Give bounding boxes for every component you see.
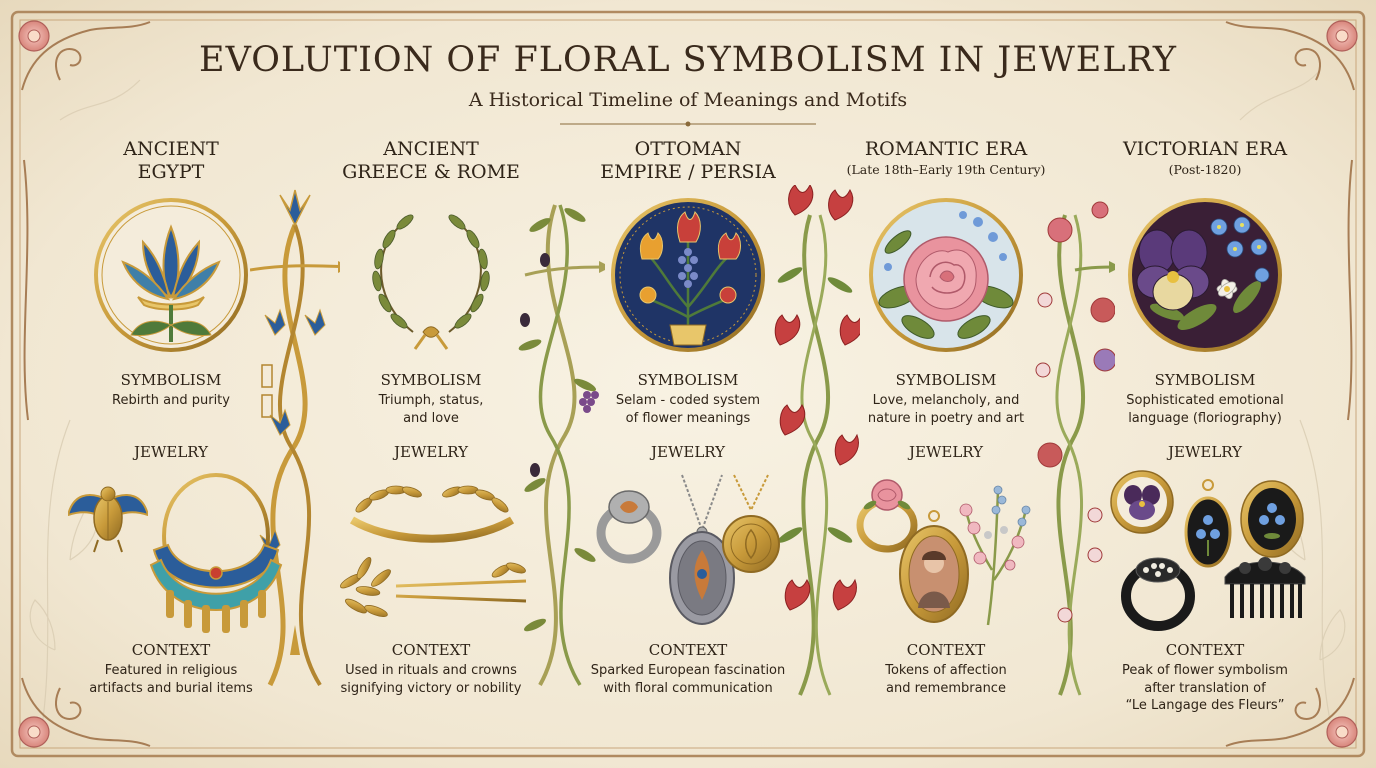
laurel-wreath-icon <box>372 214 490 350</box>
pansy-brooch-icon <box>1110 470 1174 534</box>
symbolism-text-romantic: Love, melancholy, and nature in poetry a… <box>867 393 1025 426</box>
rose-vine-connector <box>1035 201 1115 696</box>
symbolism-text-egypt: Rebirth and purity <box>112 393 230 408</box>
signet-ring-icon <box>596 490 662 564</box>
jewelry-label-egypt: JEWELRY <box>133 443 209 461</box>
jewelry-label-romantic: JEWELRY <box>908 443 984 461</box>
context-label-victorian: CONTEXT <box>1165 641 1245 659</box>
era-title-ottoman-persia: OTTOMAN EMPIRE / PERSIA <box>600 138 776 183</box>
context-label-egypt: CONTEXT <box>131 641 211 659</box>
context-label-romantic: CONTEXT <box>906 641 986 659</box>
symbolism-text-ottoman-persia: Selam - coded system of flower meanings <box>615 393 761 426</box>
jewelry-label-ottoman-persia: JEWELRY <box>650 443 726 461</box>
context-text-egypt: Featured in religious artifacts and buri… <box>89 663 253 696</box>
symbolism-label-egypt: SYMBOLISM <box>120 371 222 389</box>
symbolism-label-ottoman-persia: SYMBOLISM <box>637 371 739 389</box>
tulip-vine-connector <box>774 185 860 696</box>
jewelry-label-victorian: JEWELRY <box>1167 443 1243 461</box>
rose-ring-icon <box>856 479 918 553</box>
oval-brooch-icon <box>1240 480 1304 558</box>
era-title-greece-rome: ANCIENT GREECE & ROME <box>342 138 520 183</box>
papyrus-vine-connector <box>250 189 340 687</box>
symbolism-label-victorian: SYMBOLISM <box>1154 371 1256 389</box>
round-locket-icon <box>722 474 780 573</box>
collar-necklace-icon <box>149 472 283 633</box>
jewelry-label-greece-rome: JEWELRY <box>393 443 469 461</box>
lotus-icon <box>94 198 248 352</box>
page-subtitle: A Historical Timeline of Meanings and Mo… <box>468 89 908 111</box>
pansy-forget-me-not-icon <box>1128 198 1282 352</box>
era-title-romantic: ROMANTIC ERA (Late 18th–Early 19th Centu… <box>846 138 1046 177</box>
oval-pendant-icon <box>669 474 735 625</box>
symbolism-text-victorian: Sophisticated emotional language (florio… <box>1126 393 1284 426</box>
context-label-greece-rome: CONTEXT <box>391 641 471 659</box>
black-ring-icon <box>1121 557 1195 631</box>
context-text-ottoman-persia: Sparked European fascination with floral… <box>590 663 786 696</box>
context-text-victorian: Peak of flower symbolism after translati… <box>1122 663 1288 713</box>
page-title: EVOLUTION OF FLORAL SYMBOLISM IN JEWELRY <box>199 40 1177 80</box>
title-divider <box>560 121 816 127</box>
flower-spray-brooch-icon <box>959 485 1031 626</box>
forget-me-not-locket-icon <box>1184 479 1232 568</box>
symbolism-label-romantic: SYMBOLISM <box>895 371 997 389</box>
hair-comb-icon <box>1224 557 1306 618</box>
context-label-ottoman-persia: CONTEXT <box>648 641 728 659</box>
symbolism-label-greece-rome: SYMBOLISM <box>380 371 482 389</box>
scarab-brooch-icon <box>68 486 148 553</box>
tulip-vase-icon <box>611 198 765 352</box>
era-title-victorian: VICTORIAN ERA (Post-1820) <box>1122 138 1288 177</box>
olive-vine-connector <box>518 204 605 686</box>
context-text-romantic: Tokens of affection and remembrance <box>885 663 1007 696</box>
portrait-locket-icon <box>899 510 969 623</box>
rose-icon <box>869 198 1023 352</box>
laurel-hairpin-icon <box>340 557 527 617</box>
era-title-egypt: ANCIENT EGYPT <box>123 138 219 183</box>
context-text-greece-rome: Used in rituals and crowns signifying vi… <box>340 663 522 696</box>
laurel-diadem-icon <box>349 485 515 543</box>
symbolism-text-greece-rome: Triumph, status, and love <box>378 393 484 426</box>
